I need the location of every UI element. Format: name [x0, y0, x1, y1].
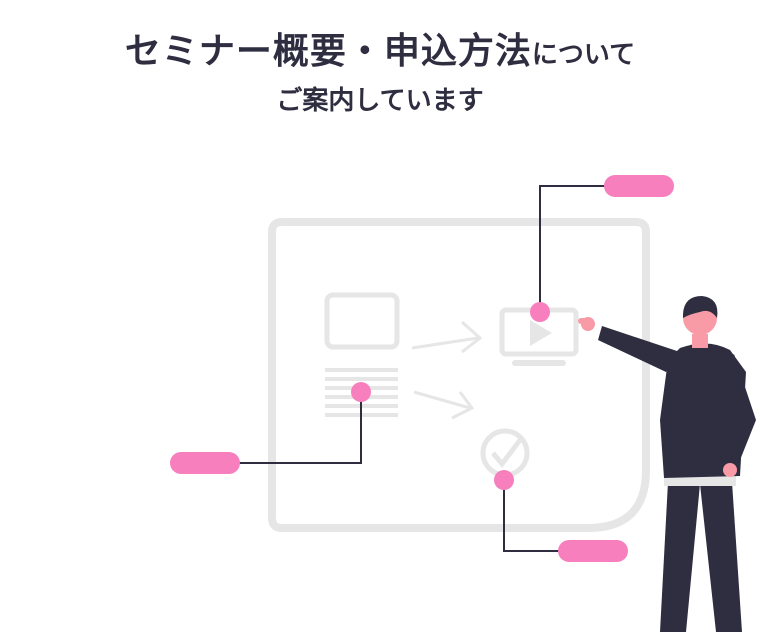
callout-dot-text [351, 382, 371, 402]
callout-pill-top [604, 175, 674, 197]
heading-subtitle: ご案内しています [276, 86, 484, 116]
arrow-right-icon [413, 390, 475, 420]
callout-pill-bottom [558, 540, 628, 562]
heading-main: セミナー概要・申込方法 [124, 31, 532, 72]
image-placeholder-icon [324, 292, 400, 350]
checkmark-circle-icon [480, 428, 530, 478]
whiteboard [268, 218, 650, 532]
callout-line-left [236, 392, 362, 464]
callout-dot-check [494, 470, 514, 490]
callout-dot-video [530, 302, 550, 322]
page-heading: セミナー概要・申込方法について [0, 22, 760, 74]
callout-line-bottom [503, 480, 560, 552]
heading-tail: について [531, 40, 636, 70]
arrow-right-icon [411, 320, 483, 354]
callout-line-top [539, 185, 606, 312]
person-figure [578, 296, 756, 632]
callout-pill-left [170, 452, 240, 474]
